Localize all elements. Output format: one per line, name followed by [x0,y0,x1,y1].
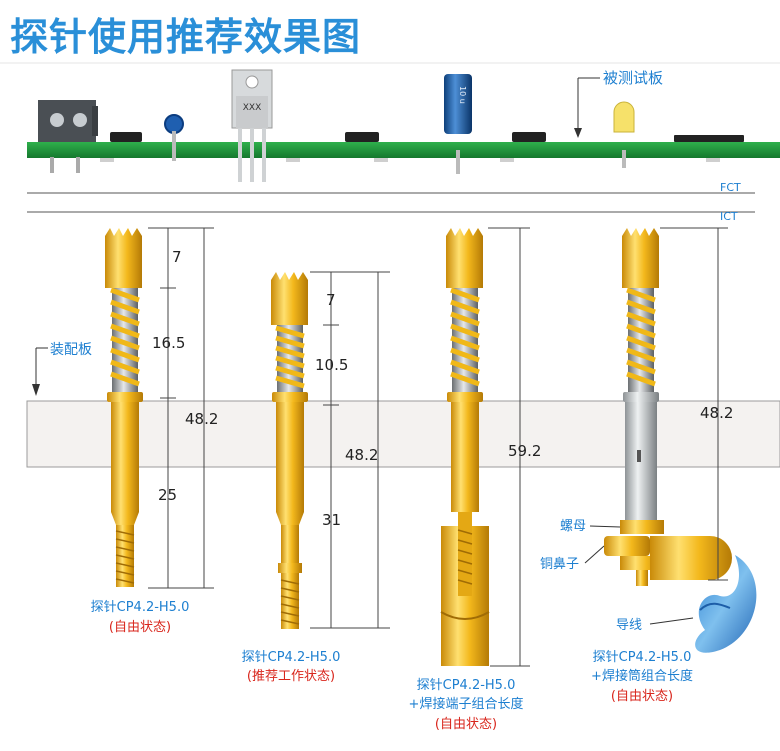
probe-state: (自由状态) [435,717,497,732]
smd-chip [512,132,546,142]
pcb-board [27,142,780,158]
smd-chip [110,132,142,142]
probe-caption: 探针CP4.2-H5.0 [417,678,516,693]
copper-nose [604,536,650,556]
transistor-marking: XXX [243,103,262,113]
probe-caption-b: +焊接筒组合长度 [591,668,693,684]
ict-label: ICT [720,210,738,223]
terminal-block [38,100,96,142]
dim-head: 7 [326,291,336,309]
probe-2: 7 10.5 31 48.2 探针CP4.2-H5.0 (推荐工作状态) [242,271,390,684]
probe-head [271,272,308,325]
probe-caption: 探针CP4.2-H5.0 [242,650,341,665]
test-board: XXX 10 u 被测试板 [27,69,780,182]
dim-spring: 10.5 [315,356,348,374]
probe-state: (自由状态) [611,689,673,704]
probe-state: (自由状态) [109,620,171,635]
wire-icon [695,555,757,653]
capacitor-marking: 10 u [458,86,467,104]
fct-label: FCT [720,181,741,194]
dim-total: 48.2 [185,410,218,428]
probe-head [446,228,483,288]
probe-3: 59.2 探针CP4.2-H5.0 +焊接端子组合长度 (自由状态) [409,227,541,732]
board-label: 被测试板 [603,69,663,87]
dim-head: 7 [172,248,182,266]
mount-plate-label: 装配板 [50,342,92,358]
probe-1: 7 16.5 25 48.2 探针CP4.2-H5.0 (自由状态) [91,227,218,635]
wire-label: 导线 [616,618,642,633]
smd-chip [345,132,379,142]
copper-nose-label: 铜鼻子 [540,556,579,572]
dim-total: 59.2 [508,442,541,460]
mounting-plate [26,400,780,468]
probe-4: 螺母 铜鼻子 导线 48.2 探针CP4.2-H5.0 +焊接筒组合长度 (自由… [540,227,757,704]
dim-shaft: 31 [322,511,341,529]
probe-caption-b: +焊接端子组合长度 [409,696,524,712]
dim-total: 48.2 [700,404,733,422]
led [613,101,635,133]
probe-caption: 探针CP4.2-H5.0 [593,650,692,665]
probe-head [622,228,659,288]
nut-label: 螺母 [560,519,586,534]
electrolytic-capacitor [444,74,472,134]
disc-capacitor [164,114,184,134]
probe-caption: 探针CP4.2-H5.0 [91,600,190,615]
nut [620,520,664,534]
dim-shaft: 25 [158,486,177,504]
dim-total: 48.2 [345,446,378,464]
probe-state: (推荐工作状态) [247,669,335,684]
probe-head [105,228,142,288]
dim-spring: 16.5 [152,334,185,352]
smd-chip [674,135,744,142]
page-title: 探针使用推荐效果图 [10,15,362,59]
